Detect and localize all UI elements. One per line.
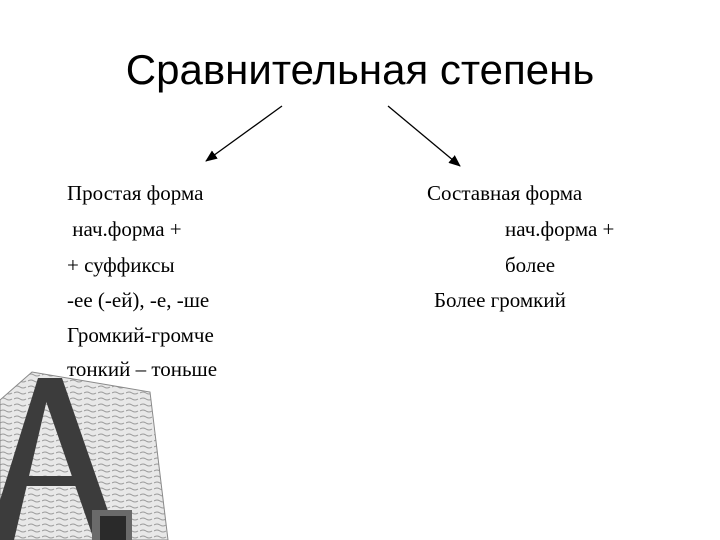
simple-form-example: тонкий – тоньше xyxy=(67,357,218,381)
compound-form-line: более xyxy=(505,253,556,277)
simple-form-example: Громкий-громче xyxy=(67,323,214,347)
simple-form-heading: Простая форма xyxy=(67,181,204,205)
page-title: Сравнительная степень xyxy=(125,46,595,93)
compound-form-example: Более громкий xyxy=(434,288,566,312)
letter-a-manuscript-ornament-icon xyxy=(0,371,169,540)
right-arrow xyxy=(387,105,461,167)
simple-form-line: -ее (-ей), -е, -ше xyxy=(67,288,210,312)
simple-form-line: + суффиксы xyxy=(67,253,175,277)
simple-form-line: нач.форма + xyxy=(67,217,182,241)
compound-form-heading: Составная форма xyxy=(427,181,583,205)
left-arrow xyxy=(205,105,283,162)
compound-form-line: нач.форма + xyxy=(505,217,615,241)
